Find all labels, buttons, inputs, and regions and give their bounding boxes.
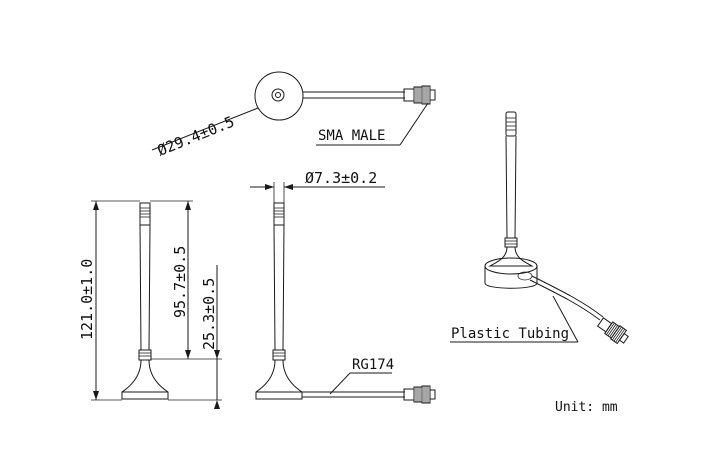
top-view: Ø29.4±0.5 SMA MALE xyxy=(151,71,436,160)
magnetic-base-top-view xyxy=(254,71,304,121)
cable-label: RG174 xyxy=(352,357,394,373)
connector-label: SMA MALE xyxy=(318,128,385,144)
whip-front xyxy=(138,202,152,361)
base-side xyxy=(255,359,303,400)
tubing-leader xyxy=(552,295,579,343)
front-view: 121.0±1.0 95.7±0.5 25.3±0.5 xyxy=(78,200,222,409)
unit-label: Unit: mm xyxy=(555,400,618,415)
base-diameter-leader xyxy=(151,107,259,151)
side-view: Ø7.3±0.2 RG174 xyxy=(250,169,436,404)
overall-height-dimension xyxy=(91,200,140,401)
whip-side xyxy=(272,202,286,361)
whip-mount-hole xyxy=(271,88,285,102)
base-height-dimension xyxy=(168,265,222,409)
cable-side xyxy=(302,391,405,398)
cable-top-view xyxy=(303,91,405,99)
cable-perspective xyxy=(529,275,604,321)
perspective-view: Plastic Tubing xyxy=(450,111,629,345)
base-front xyxy=(121,359,169,400)
sma-connector-top-view xyxy=(403,85,436,105)
cable-leader xyxy=(329,372,351,395)
base-diameter-label: Ø29.4±0.5 xyxy=(155,113,237,160)
whip-diameter-dimension xyxy=(250,182,385,203)
tubing-label: Plastic Tubing xyxy=(451,326,569,342)
whip-height-label: 95.7±0.5 xyxy=(171,246,189,318)
sma-connector-perspective xyxy=(596,317,629,345)
connector-leader xyxy=(399,102,429,146)
base-perspective xyxy=(484,246,538,289)
base-height-label: 25.3±0.5 xyxy=(200,278,218,350)
whip-perspective xyxy=(504,111,518,248)
sma-connector-side xyxy=(403,385,436,404)
whip-diameter-label: Ø7.3±0.2 xyxy=(305,169,377,187)
whip-height-dimension xyxy=(150,200,222,360)
overall-height-label: 121.0±1.0 xyxy=(78,259,96,340)
whip-mount-hole-inner xyxy=(275,92,281,98)
